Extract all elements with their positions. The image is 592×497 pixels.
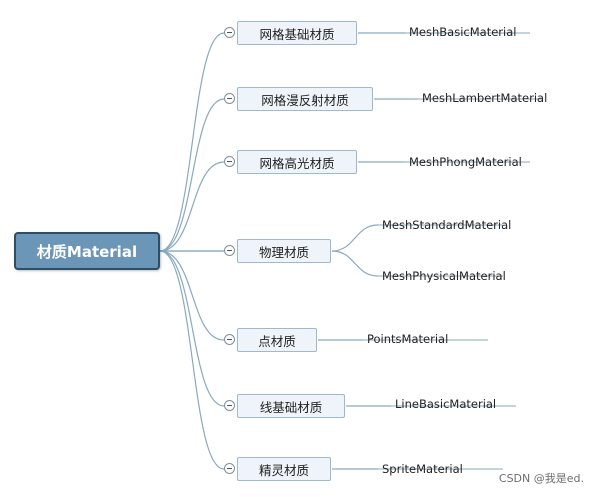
branch-connector [159,161,225,252]
leaf-sprite-material[interactable]: SpriteMaterial [382,462,463,476]
branch-connector [159,250,225,470]
leaf-mesh-phong-material[interactable]: MeshPhongMaterial [409,155,522,169]
collapse-toggle-icon[interactable] [224,463,235,474]
leaf-points-material[interactable]: PointsMaterial [367,332,449,346]
branch-node-mesh-lambert[interactable]: 网格漫反射材质 [237,87,373,111]
collapse-toggle-icon[interactable] [224,27,235,38]
collapse-toggle-icon[interactable] [224,400,235,411]
branch-node-sprite[interactable]: 精灵材质 [237,457,331,481]
branch-connector [159,250,225,407]
branch-node-points[interactable]: 点材质 [237,328,317,352]
root-node[interactable]: 材质Material [14,232,160,270]
leaf-connector [331,224,379,252]
leaf-mesh-standard-material[interactable]: MeshStandardMaterial [382,218,512,232]
collapse-toggle-icon[interactable] [224,334,235,345]
leaf-mesh-lambert-material[interactable]: MeshLambertMaterial [422,91,548,105]
leaf-line-basic-material[interactable]: LineBasicMaterial [395,397,497,411]
branch-node-mesh-basic[interactable]: 网格基础材质 [237,21,357,45]
branch-node-physical[interactable]: 物理材质 [237,239,331,263]
collapse-toggle-icon[interactable] [224,245,235,256]
branch-connector [159,32,225,252]
branch-node-mesh-phong[interactable]: 网格高光材质 [237,150,357,174]
watermark: CSDN @我是ed. [498,472,584,485]
collapse-toggle-icon[interactable] [224,156,235,167]
branch-node-line-basic[interactable]: 线基础材质 [237,394,345,418]
collapse-toggle-icon[interactable] [224,93,235,104]
branch-connector [159,250,225,341]
leaf-mesh-basic-material[interactable]: MeshBasicMaterial [409,25,517,39]
branch-connector [159,98,225,252]
leaf-connector [331,250,379,277]
leaf-mesh-physical-material[interactable]: MeshPhysicalMaterial [382,269,506,283]
